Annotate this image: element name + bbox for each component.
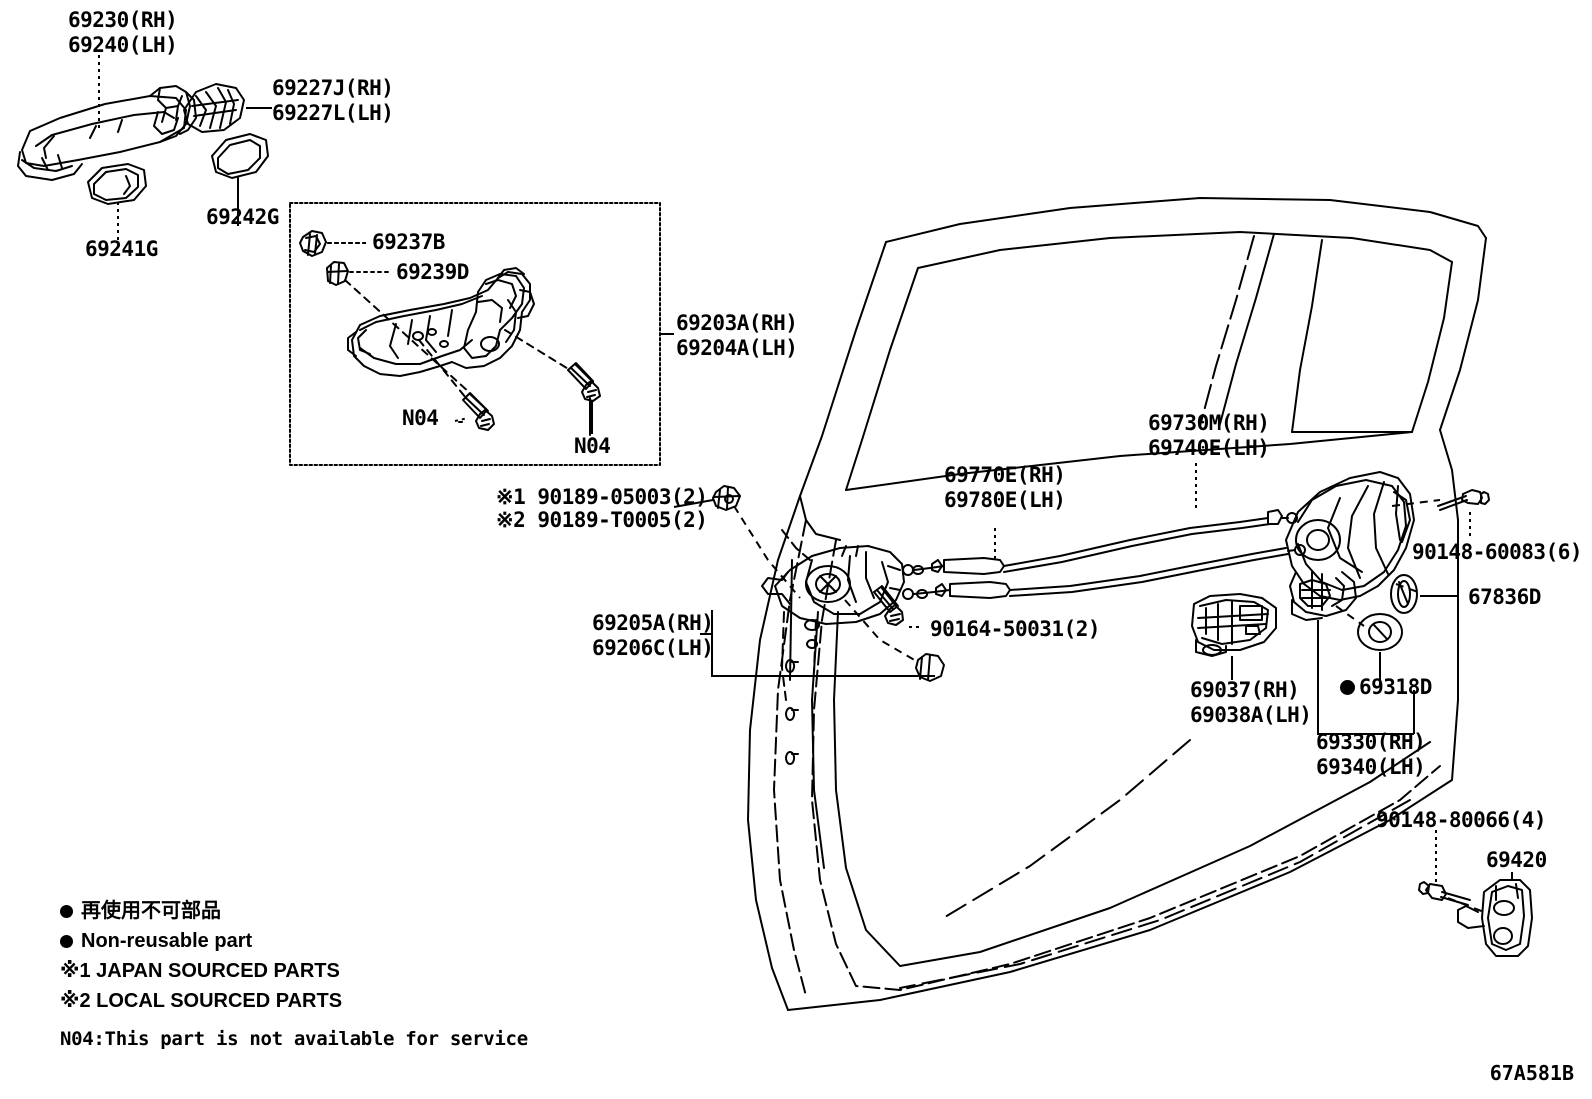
door-shell-drawing — [747, 197, 1487, 1011]
label-motor-69037-lh: 69038A(LH) — [1190, 703, 1312, 727]
screw-90164-drawing — [873, 585, 904, 626]
legend-note-n04: N04:This part is not available for servi… — [60, 1028, 528, 1050]
cover-69242g-drawing — [211, 133, 269, 179]
label-69237b: 69237B — [372, 230, 445, 254]
motor-69037-drawing — [1191, 593, 1277, 657]
screw-90148-60083-drawing — [1437, 489, 1490, 511]
legend-non-reusable-en: Non-reusable part — [60, 926, 252, 956]
striker-69420-drawing — [1457, 879, 1533, 957]
legend-non-reusable-jp: 再使用不可部品 — [60, 896, 221, 926]
label-handle-cap-rh: 69227J(RH) — [272, 76, 394, 100]
label-outside-handle-lh: 69240(LH) — [68, 33, 178, 57]
label-cable-b-lh: 69740E(LH) — [1148, 436, 1270, 460]
label-n04-right: N04 — [574, 434, 611, 458]
cover-69241g-drawing — [87, 163, 147, 205]
label-regulator-rh: 69330(RH) — [1316, 730, 1426, 754]
label-cable-a-rh: 69770E(RH) — [944, 463, 1066, 487]
label-cable-a-lh: 69780E(LH) — [944, 488, 1066, 512]
label-n04-left: N04 — [402, 406, 439, 430]
label-frame-subassy-rh: 69203A(RH) — [676, 311, 798, 335]
label-screw-note-2: ※2 90189-T0005(2) — [496, 508, 708, 532]
outside-door-handle-drawing — [17, 85, 197, 181]
bolt-n04-right-drawing — [567, 362, 601, 402]
clip-90189-drawing — [712, 485, 741, 511]
grommet-67836d-drawing — [1390, 574, 1418, 614]
label-striker-69420: 69420 — [1486, 848, 1547, 872]
label-handle-cap-lh: 69227L(LH) — [272, 101, 394, 125]
label-regulator-lh: 69340(LH) — [1316, 755, 1426, 779]
handle-frame-subassy-drawing — [347, 267, 535, 377]
label-screw-90148-80066: 90148-80066(4) — [1376, 808, 1547, 832]
label-lock-assy-lh: 69206C(LH) — [592, 636, 714, 660]
label-frame-subassy-lh: 69204A(LH) — [676, 336, 798, 360]
label-lock-assy-rh: 69205A(RH) — [592, 611, 714, 635]
window-regulator-drawing — [1285, 471, 1415, 621]
clip-69239d-drawing — [326, 261, 349, 286]
label-69239d: 69239D — [396, 260, 469, 284]
release-cable-69730m-drawing — [913, 544, 1306, 599]
label-outside-handle: 69230(RH) — [68, 8, 178, 32]
label-69242g: 69242G — [206, 205, 279, 229]
handle-cap-69227j-drawing — [183, 83, 245, 133]
legend-note-local: ※2 LOCAL SOURCED PARTS — [60, 990, 343, 1012]
label-cable-b-rh: 69730M(RH) — [1148, 411, 1270, 435]
label-screw-90164: 90164-50031(2) — [930, 617, 1101, 641]
door-lock-assy-drawing — [761, 545, 914, 631]
label-motor-69037-rh: 69037(RH) — [1190, 678, 1300, 702]
release-cable-69770e-drawing — [912, 509, 1298, 575]
clip-69237b-drawing — [299, 230, 327, 257]
label-grommet-67836d: 67836D — [1468, 585, 1541, 609]
non-reusable-dot-icon — [1340, 680, 1355, 695]
screw-90148-80066-drawing — [1418, 881, 1471, 906]
non-reusable-dot-icon — [60, 905, 73, 919]
label-screw-note-1: ※1 90189-05003(2) — [496, 485, 708, 509]
bolt-n04-left-drawing — [462, 392, 495, 431]
diagram-code: 67A581B — [1489, 1061, 1574, 1085]
label-clip-69318d: 69318D — [1340, 675, 1432, 700]
label-69241g: 69241G — [85, 237, 158, 261]
clip-69318d-drawing — [1357, 613, 1403, 651]
non-reusable-dot-icon — [60, 935, 73, 949]
legend-note-japan: ※1 JAPAN SOURCED PARTS — [60, 960, 340, 982]
label-screw-90148-60083: 90148-60083(6) — [1412, 540, 1583, 564]
